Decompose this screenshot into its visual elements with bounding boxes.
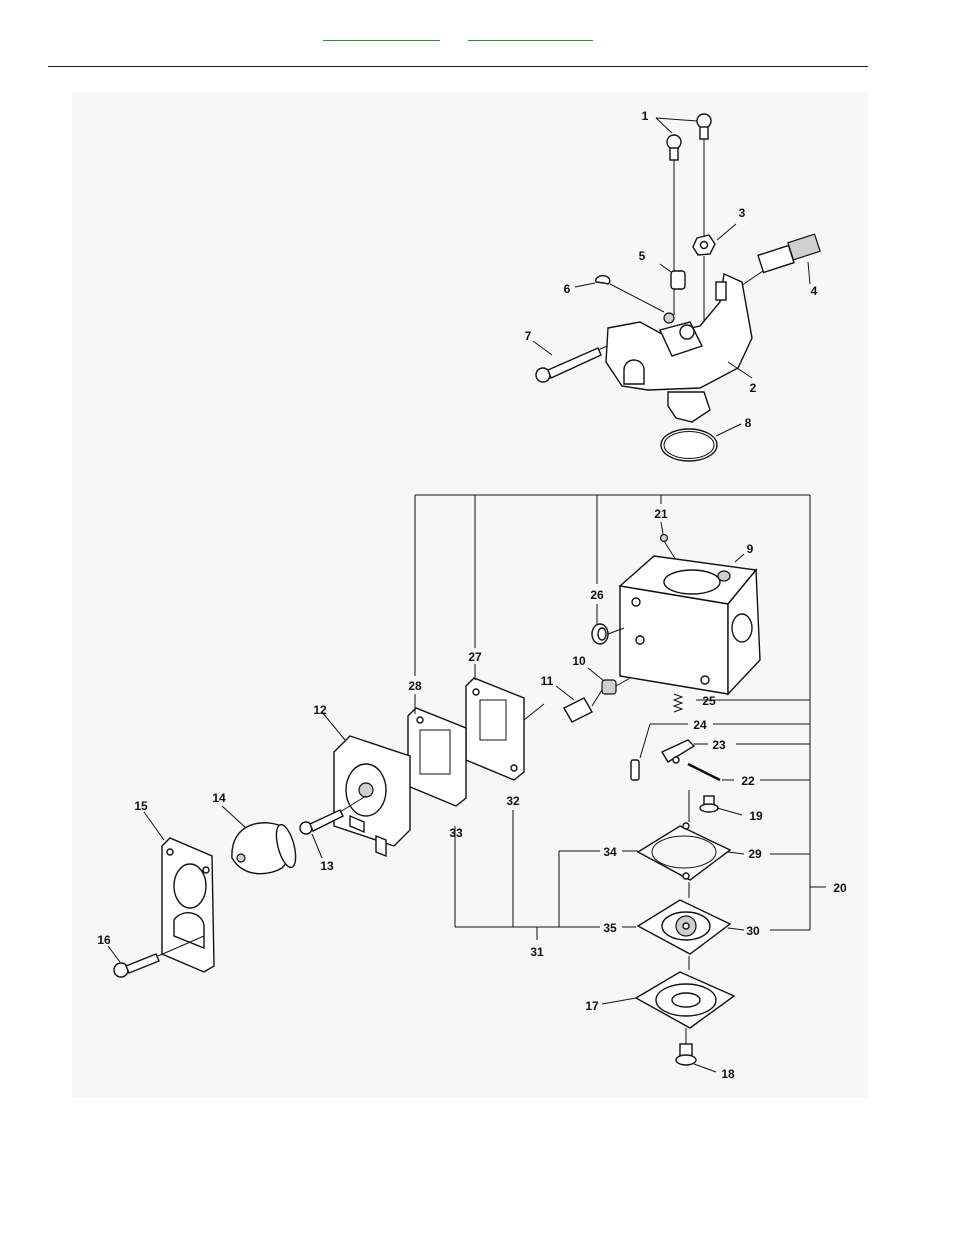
header-link-left[interactable] xyxy=(323,24,440,41)
callout-29: 29 xyxy=(748,847,762,861)
callout-1: 1 xyxy=(642,109,649,123)
primer-bulb-part-14 xyxy=(221,805,297,875)
screw-part-18 xyxy=(675,1028,717,1073)
callout-31: 31 xyxy=(530,945,544,959)
carburetor-body-part-2 xyxy=(605,272,753,423)
callout-9: 9 xyxy=(747,542,754,556)
callout-19: 19 xyxy=(749,809,763,823)
cover-part-17 xyxy=(601,956,736,1029)
adjuster-part-4 xyxy=(737,233,821,289)
nut-part-3 xyxy=(692,223,737,360)
callout-13: 13 xyxy=(320,859,334,873)
callout-11: 11 xyxy=(541,674,554,688)
callout-26: 26 xyxy=(590,588,604,602)
spring-part-25 xyxy=(672,693,684,713)
gasket-part-27 xyxy=(465,664,545,781)
callout-7: 7 xyxy=(525,329,532,343)
callout-25: 25 xyxy=(702,694,716,708)
callout-24: 24 xyxy=(693,718,707,732)
pump-cover-part-12 xyxy=(321,711,411,858)
callout-22: 22 xyxy=(741,774,755,788)
screw-part-1 xyxy=(655,113,712,315)
screw-part-7 xyxy=(532,340,615,383)
fitting-part-10 xyxy=(587,667,631,695)
callout-6: 6 xyxy=(564,282,571,296)
diaphragm-part-28 xyxy=(407,694,467,807)
callout-21: 21 xyxy=(654,507,668,521)
callout-32: 32 xyxy=(506,794,520,808)
header-divider xyxy=(48,66,868,67)
screw-part-16 xyxy=(107,935,205,978)
callout-3: 3 xyxy=(739,206,746,220)
header-link-right[interactable] xyxy=(468,24,593,41)
callout-30: 30 xyxy=(746,924,760,938)
clip-part-5 xyxy=(659,263,686,290)
callout-27: 27 xyxy=(468,650,482,664)
callout-4: 4 xyxy=(811,284,818,298)
screw-part-13 xyxy=(299,795,367,859)
o-ring-part-8 xyxy=(660,423,742,462)
callout-23: 23 xyxy=(712,738,726,752)
callout-14: 14 xyxy=(212,791,226,805)
kit-bracket-lines xyxy=(414,494,826,940)
callout-15: 15 xyxy=(134,799,148,813)
callout-12: 12 xyxy=(313,703,327,717)
callout-16: 16 xyxy=(97,933,111,947)
flange-part-15 xyxy=(143,811,215,973)
callout-17: 17 xyxy=(585,999,599,1013)
check-ball-part-21 xyxy=(659,521,677,561)
callout-5: 5 xyxy=(639,249,646,263)
callout-28: 28 xyxy=(408,679,422,693)
screw-part-19 xyxy=(699,795,743,816)
callout-10: 10 xyxy=(572,654,586,668)
callout-35: 35 xyxy=(603,921,617,935)
callout-20: 20 xyxy=(833,881,847,895)
callout-18: 18 xyxy=(721,1067,735,1081)
e-ring-part-6 xyxy=(574,275,665,313)
needle-part-11 xyxy=(555,685,603,723)
gasket-part-29 xyxy=(622,790,745,881)
callout-2: 2 xyxy=(750,381,757,395)
plug-part-26 xyxy=(591,604,625,645)
callout-34: 34 xyxy=(603,845,617,859)
lever-assembly-parts xyxy=(630,723,734,782)
carburetor-housing-part-9 xyxy=(618,553,761,696)
callout-8: 8 xyxy=(745,416,752,430)
callout-33: 33 xyxy=(449,826,463,840)
diaphragm-part-30 xyxy=(622,882,745,955)
